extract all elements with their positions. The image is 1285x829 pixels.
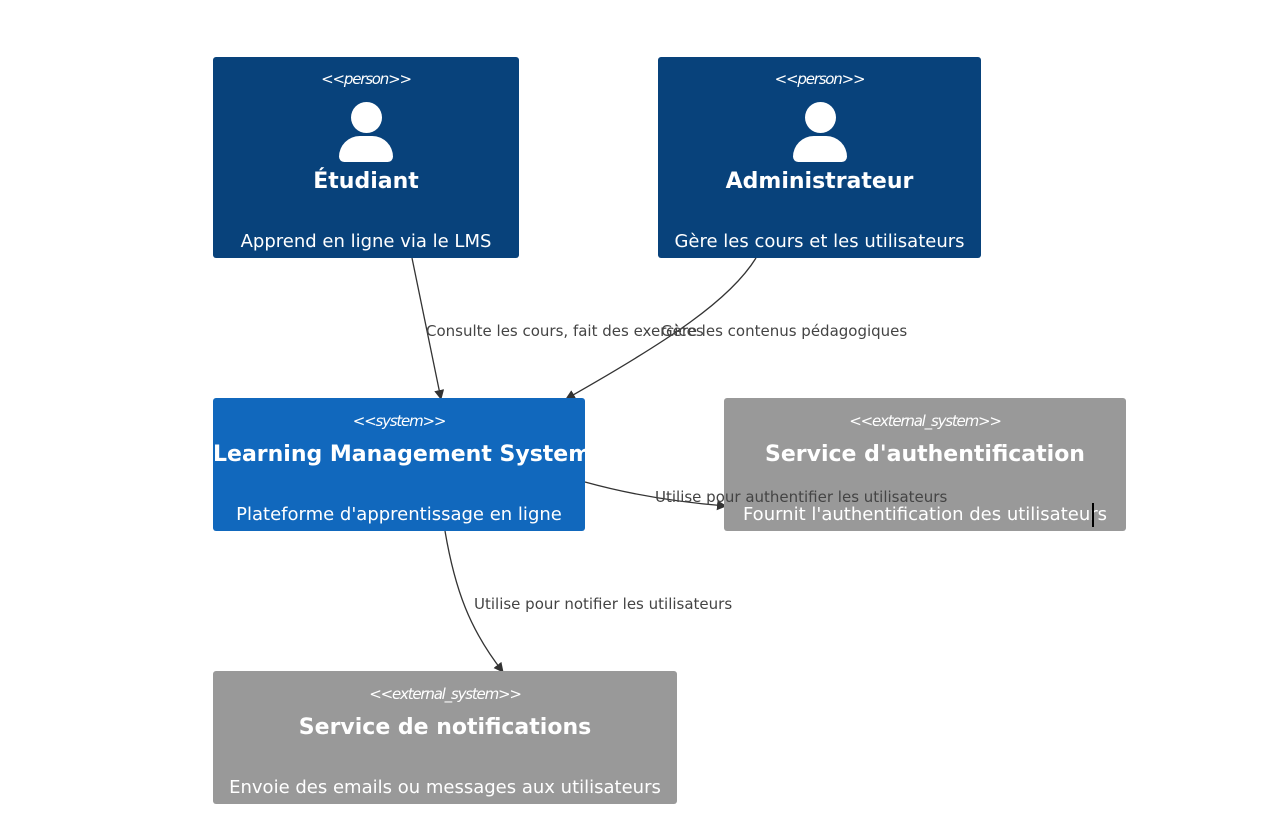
system-lms[interactable]: <<system>> Learning Management System Pl… <box>213 398 592 531</box>
external-system-auth[interactable]: <<external_system>> Service d'authentifi… <box>724 398 1126 531</box>
edge-label-lms-auth: Utilise pour authentifier les utilisateu… <box>655 488 948 506</box>
edge-lms-to-notif[interactable] <box>444 530 504 673</box>
person-etudiant[interactable]: <<person>> Étudiant Apprend en ligne via… <box>213 57 519 258</box>
stereotype-label: <<external_system>> <box>369 685 522 703</box>
person-icon <box>792 102 848 162</box>
node-description[interactable]: Fournit l'authentification des utilisate… <box>742 504 1108 525</box>
external-system-notif[interactable]: <<external_system>> Service de notificat… <box>213 671 677 804</box>
node-title: Learning Management System <box>213 442 592 467</box>
edge-label-administrateur-lms: Gère les contenus pédagogiques <box>661 322 908 340</box>
edge-administrateur-to-lms[interactable] <box>565 257 757 400</box>
text-cursor <box>1092 503 1094 527</box>
stereotype-label: <<system>> <box>352 412 447 430</box>
edge-lms-to-auth[interactable] <box>584 481 727 511</box>
node-description: Apprend en ligne via le LMS <box>240 231 492 252</box>
node-title: Administrateur <box>725 169 914 194</box>
node-title: Étudiant <box>313 169 419 194</box>
node-title: Service d'authentification <box>765 442 1085 467</box>
person-administrateur[interactable]: <<person>> Administrateur Gère les cours… <box>658 57 981 258</box>
node-description: Plateforme d'apprentissage en ligne <box>236 504 562 525</box>
edge-label-etudiant-lms: Consulte les cours, fait des exercices <box>426 322 704 340</box>
node-title: Service de notifications <box>298 715 592 740</box>
stereotype-label: <<person>> <box>321 70 412 88</box>
node-description: Gère les cours et les utilisateurs <box>674 231 965 252</box>
stereotype-label: <<person>> <box>774 70 866 88</box>
edge-label-lms-notif: Utilise pour notifier les utilisateurs <box>474 595 733 613</box>
edge-etudiant-to-lms[interactable] <box>411 257 445 400</box>
person-icon <box>338 102 394 162</box>
node-description: Envoie des emails ou messages aux utilis… <box>229 777 661 798</box>
stereotype-label: <<external_system>> <box>849 412 1002 430</box>
